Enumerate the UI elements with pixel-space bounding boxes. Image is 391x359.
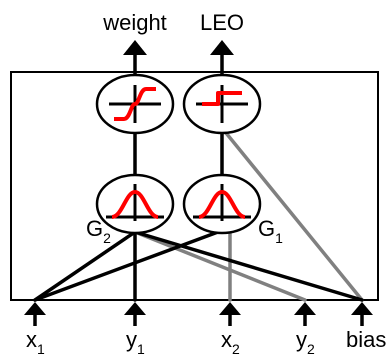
conn-x1-to-g2 — [33, 230, 137, 302]
input-label-y2: y2 — [296, 327, 315, 357]
sigmoid-icon — [114, 87, 156, 121]
input-arrow-y2 — [294, 302, 316, 326]
output-label-leo: LEO — [200, 10, 244, 35]
conn-g2-to-y2 — [133, 230, 307, 302]
arrow-up-icon — [210, 40, 234, 55]
step-icon — [202, 91, 242, 106]
gaussian-icon — [111, 190, 159, 219]
network-box — [10, 71, 379, 301]
arrow-up-icon — [123, 40, 147, 55]
input-arrow-x1 — [24, 302, 46, 326]
hidden-unit-g2 — [95, 173, 175, 235]
input-label-x1: x1 — [26, 327, 45, 357]
output-arrows — [123, 40, 234, 75]
arrow-up-icon — [124, 302, 146, 315]
input-label-x2: x2 — [221, 327, 240, 357]
input-arrows — [24, 302, 373, 326]
input-label-y1: y1 — [126, 327, 145, 357]
input-arrow-bias — [351, 302, 373, 326]
arrow-up-icon — [219, 302, 241, 315]
hidden-label-g1: G1 — [258, 216, 283, 246]
input-label-bias: bias — [346, 327, 386, 352]
conn-x1-to-g1 — [33, 230, 220, 302]
hidden-unit-g1 — [182, 173, 262, 235]
connections — [33, 126, 364, 302]
arrow-up-icon — [351, 302, 373, 315]
input-arrow-y1 — [124, 302, 146, 326]
output-unit-sigmoid — [95, 73, 175, 135]
arrow-up-icon — [24, 302, 46, 315]
arrow-up-icon — [294, 302, 316, 315]
hidden-label-g2: G2 — [86, 216, 111, 246]
input-arrow-x2 — [219, 302, 241, 326]
output-label-weight: weight — [102, 10, 167, 35]
gaussian-icon — [198, 190, 246, 219]
output-unit-step — [182, 73, 262, 135]
conn-bias-to-step — [220, 126, 364, 302]
conn-g2-to-bias — [133, 230, 364, 302]
